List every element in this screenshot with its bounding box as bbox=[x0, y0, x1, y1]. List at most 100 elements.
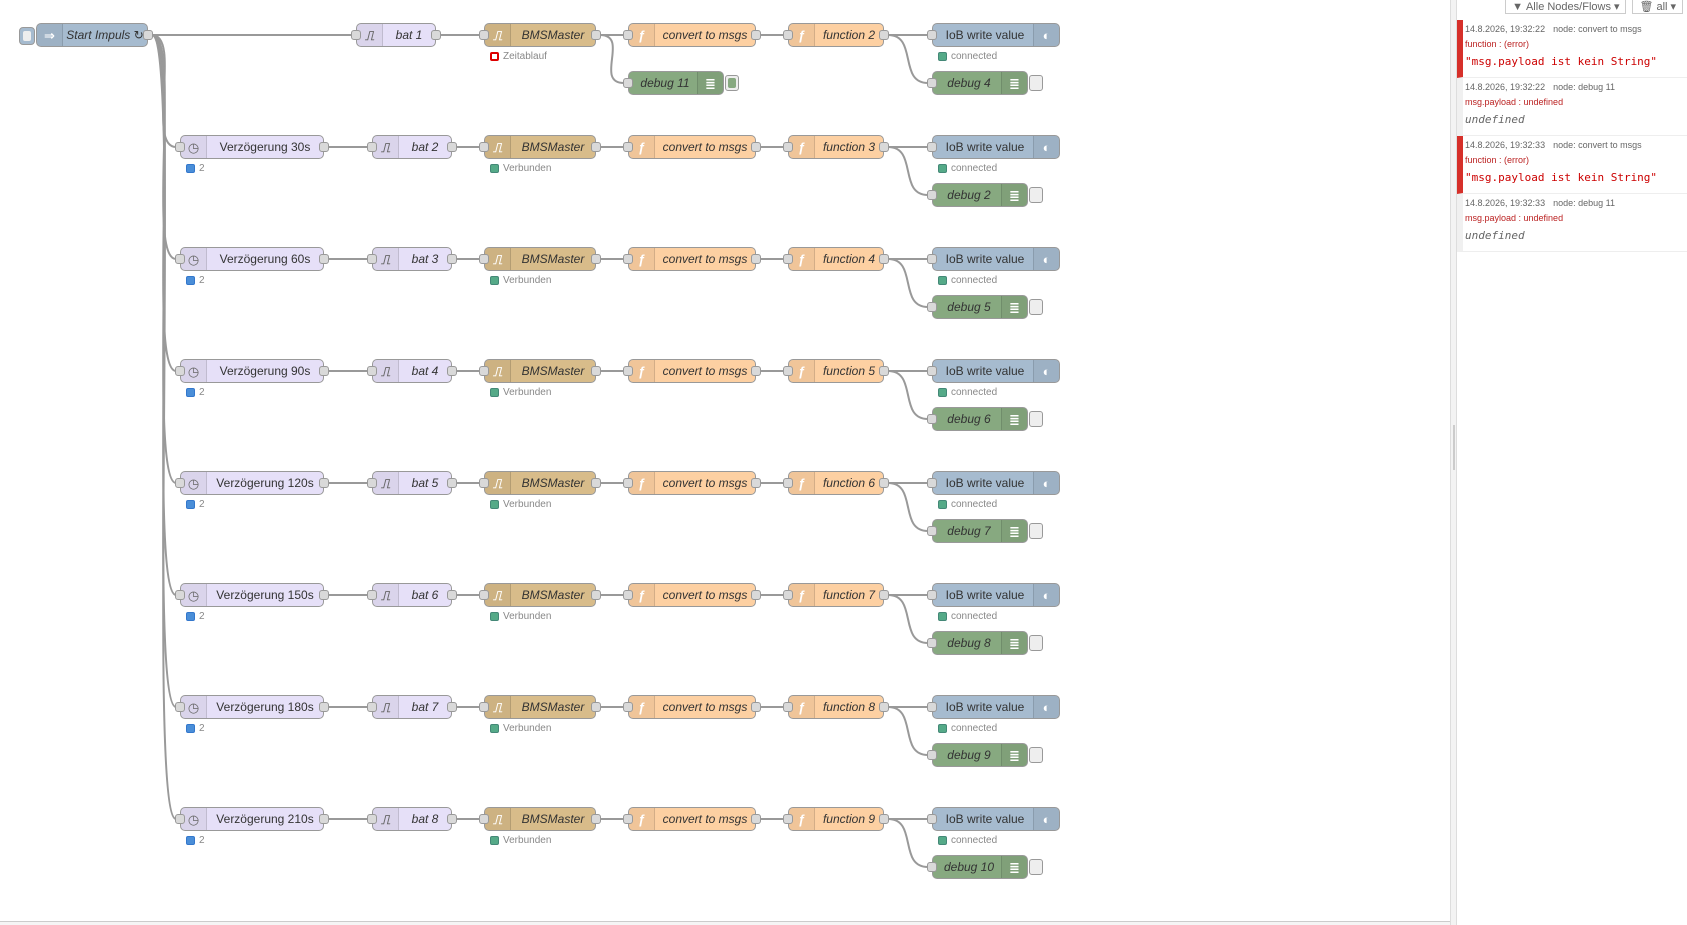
input-port[interactable] bbox=[783, 366, 793, 376]
trigger-node[interactable]: ⎍bat 4 bbox=[367, 359, 457, 383]
wire[interactable] bbox=[887, 482, 929, 532]
input-port[interactable] bbox=[175, 254, 185, 264]
modbus-node[interactable]: ⎍BMSMaster bbox=[479, 583, 601, 607]
debug-toggle-button[interactable] bbox=[1029, 187, 1043, 203]
divider-grip[interactable] bbox=[1453, 425, 1455, 470]
debug-toggle-button[interactable] bbox=[1029, 859, 1043, 875]
output-port[interactable] bbox=[591, 366, 601, 376]
output-port[interactable] bbox=[447, 254, 457, 264]
modbus-node[interactable]: ⎍BMSMaster bbox=[479, 23, 601, 47]
output-port[interactable] bbox=[591, 254, 601, 264]
input-port[interactable] bbox=[367, 702, 377, 712]
output-port[interactable] bbox=[591, 142, 601, 152]
message-payload[interactable]: undefined bbox=[1465, 113, 1525, 126]
input-port[interactable] bbox=[351, 30, 361, 40]
iobroker-out-node[interactable]: ◐IoB write value bbox=[927, 807, 1060, 831]
trigger-node[interactable]: ⎍bat 6 bbox=[367, 583, 457, 607]
debug-toggle-button[interactable] bbox=[1029, 635, 1043, 651]
trigger-node[interactable]: ⎍bat 8 bbox=[367, 807, 457, 831]
input-port[interactable] bbox=[367, 142, 377, 152]
input-port[interactable] bbox=[175, 478, 185, 488]
iobroker-out-node[interactable]: ◐IoB write value bbox=[927, 23, 1060, 47]
wire[interactable] bbox=[887, 146, 929, 196]
modbus-node[interactable]: ⎍BMSMaster bbox=[479, 359, 601, 383]
input-port[interactable] bbox=[927, 526, 937, 536]
output-port[interactable] bbox=[319, 702, 329, 712]
input-port[interactable] bbox=[927, 142, 937, 152]
input-port[interactable] bbox=[927, 78, 937, 88]
input-port[interactable] bbox=[927, 638, 937, 648]
wire[interactable] bbox=[887, 34, 929, 84]
output-port[interactable] bbox=[319, 814, 329, 824]
output-port[interactable] bbox=[447, 702, 457, 712]
modbus-node[interactable]: ⎍BMSMaster bbox=[479, 135, 601, 159]
output-port[interactable] bbox=[879, 702, 889, 712]
debug-node[interactable]: ≣debug 7 bbox=[927, 519, 1043, 543]
input-port[interactable] bbox=[479, 478, 489, 488]
delay-node[interactable]: ◷Verzögerung 90s bbox=[175, 359, 329, 383]
clear-dropdown[interactable]: 🗑 all ▾ bbox=[1632, 0, 1683, 14]
input-port[interactable] bbox=[927, 414, 937, 424]
wire[interactable] bbox=[599, 34, 625, 84]
output-port[interactable] bbox=[591, 814, 601, 824]
sidebar-divider[interactable] bbox=[1450, 0, 1457, 925]
message-payload[interactable]: undefined bbox=[1465, 229, 1525, 242]
output-port[interactable] bbox=[751, 590, 761, 600]
input-port[interactable] bbox=[479, 30, 489, 40]
wire[interactable] bbox=[887, 370, 929, 420]
input-port[interactable] bbox=[479, 702, 489, 712]
input-port[interactable] bbox=[479, 142, 489, 152]
wire[interactable] bbox=[887, 594, 929, 644]
debug-toggle-button[interactable] bbox=[1029, 75, 1043, 91]
debug-node-11[interactable]: ≣debug 11 bbox=[623, 71, 739, 95]
input-port[interactable] bbox=[927, 302, 937, 312]
debug-toggle-button[interactable] bbox=[1029, 299, 1043, 315]
input-port[interactable] bbox=[479, 590, 489, 600]
output-port[interactable] bbox=[879, 590, 889, 600]
debug-toggle-button[interactable] bbox=[1029, 411, 1043, 427]
wire[interactable] bbox=[887, 706, 929, 756]
message-payload[interactable]: "msg.payload ist kein String" bbox=[1465, 171, 1658, 184]
modbus-node[interactable]: ⎍BMSMaster bbox=[479, 247, 601, 271]
output-port[interactable] bbox=[879, 142, 889, 152]
delay-node[interactable]: ◷Verzögerung 30s bbox=[175, 135, 329, 159]
output-port[interactable] bbox=[319, 254, 329, 264]
output-port[interactable] bbox=[751, 814, 761, 824]
debug-toggle-button[interactable] bbox=[725, 75, 739, 91]
output-port[interactable] bbox=[879, 814, 889, 824]
debug-toggle-button[interactable] bbox=[1029, 747, 1043, 763]
input-port[interactable] bbox=[927, 750, 937, 760]
input-port[interactable] bbox=[175, 702, 185, 712]
trigger-node[interactable]: ⎍bat 7 bbox=[367, 695, 457, 719]
debug-node[interactable]: ≣debug 5 bbox=[927, 295, 1043, 319]
inject-trigger-button[interactable] bbox=[19, 27, 35, 45]
message-node[interactable]: node: convert to msgs bbox=[1553, 24, 1642, 34]
output-port[interactable] bbox=[591, 478, 601, 488]
output-port[interactable] bbox=[751, 702, 761, 712]
output-port[interactable] bbox=[751, 478, 761, 488]
input-port[interactable] bbox=[175, 814, 185, 824]
output-port[interactable] bbox=[319, 478, 329, 488]
iobroker-out-node[interactable]: ◐IoB write value bbox=[927, 583, 1060, 607]
input-port[interactable] bbox=[623, 366, 633, 376]
output-port[interactable] bbox=[319, 366, 329, 376]
input-port[interactable] bbox=[367, 478, 377, 488]
output-port[interactable] bbox=[447, 142, 457, 152]
iobroker-out-node[interactable]: ◐IoB write value bbox=[927, 471, 1060, 495]
input-port[interactable] bbox=[623, 814, 633, 824]
input-port[interactable] bbox=[783, 702, 793, 712]
input-port[interactable] bbox=[623, 142, 633, 152]
